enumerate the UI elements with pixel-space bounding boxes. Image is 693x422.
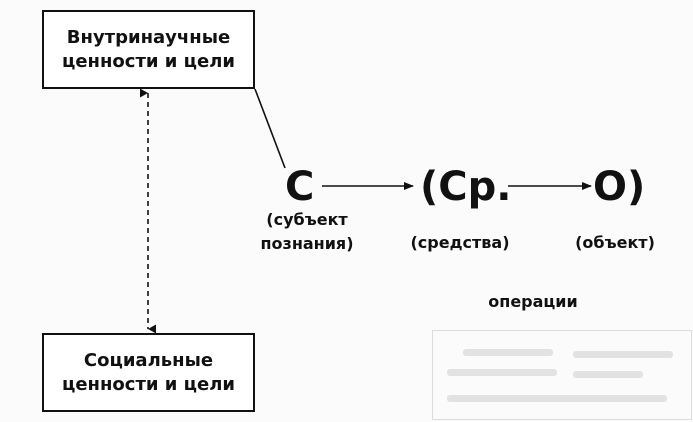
object-label: (объект) [575, 233, 655, 252]
background-table-bleed [432, 330, 692, 420]
connector-top-box-to-subject [254, 88, 286, 169]
subject-symbol: С [285, 164, 315, 210]
subject-label: (субъект познания) [252, 208, 362, 256]
intrascientific-values-box: Внутринаучные ценности и цели [42, 10, 255, 89]
subject-label-line1: (субъект [266, 210, 348, 229]
social-values-box: Социальные ценности и цели [42, 333, 255, 412]
means-symbol: (Ср. [420, 164, 512, 210]
intrascientific-values-line1: Внутринаучные [66, 26, 231, 48]
social-values-line1: Социальные [83, 349, 214, 371]
subject-label-line2: познания) [260, 234, 354, 253]
social-values-line2: ценности и цели [62, 373, 235, 395]
means-label: (средства) [410, 233, 510, 252]
intrascientific-values-line2: ценности и цели [62, 50, 235, 72]
object-symbol: О) [593, 164, 646, 210]
operations-label: операции [488, 292, 578, 311]
